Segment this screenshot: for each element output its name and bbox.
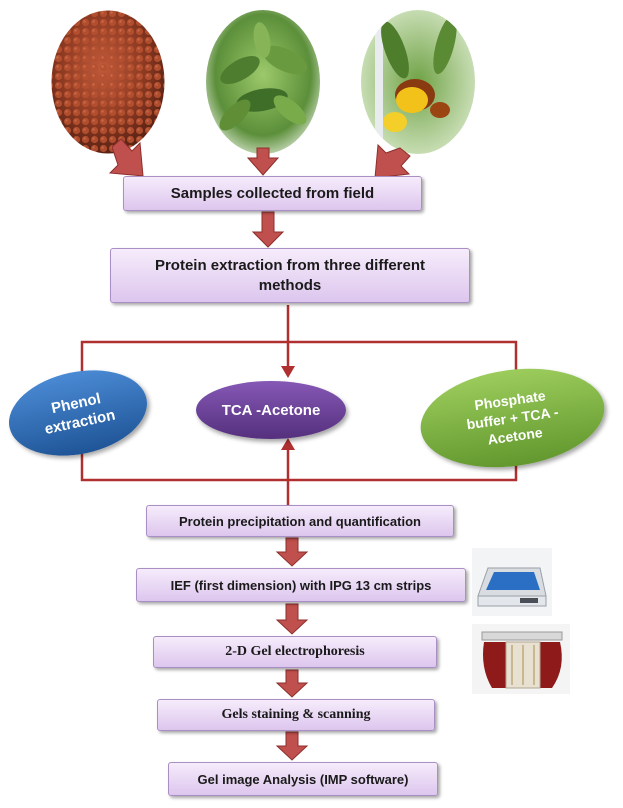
step-samples-collected: Samples collected from field [123, 176, 422, 211]
step-analysis-label: Gel image Analysis (IMP software) [197, 771, 409, 787]
step-protein-extraction: Protein extraction from three different … [110, 248, 470, 303]
ief-device-photo-icon [472, 548, 552, 616]
step-2d-gel: 2-D Gel electrophoresis [153, 636, 437, 668]
step-arrows [275, 537, 309, 761]
arrow-from-tca [281, 438, 295, 450]
step-gel-label: 2-D Gel electrophoresis [225, 644, 365, 659]
method-tca-acetone: TCA -Acetone [196, 381, 346, 439]
seeds-photo-icon [50, 9, 166, 155]
step-gel-image-analysis: Gel image Analysis (IMP software) [168, 762, 438, 796]
arrow-samples-to-extraction [251, 211, 285, 248]
method-tca-label: TCA -Acetone [221, 401, 321, 419]
step-samples-label: Samples collected from field [170, 185, 375, 202]
step-extraction-label: Protein extraction from three different … [154, 256, 426, 294]
step-gels-staining: Gels staining & scanning [157, 699, 435, 731]
flower-photo-icon [361, 10, 475, 154]
step-ief-label: IEF (first dimension) with IPG 13 cm str… [170, 577, 432, 593]
step-protein-precipitation: Protein precipitation and quantification [146, 505, 454, 537]
plant-photo-icon [206, 10, 320, 154]
gel-tank-photo-icon [472, 624, 570, 694]
step-staining-label: Gels staining & scanning [221, 707, 371, 722]
method-phenol-label: Phenol extraction [43, 390, 117, 439]
step-ief: IEF (first dimension) with IPG 13 cm str… [136, 568, 466, 602]
method-phosphate-label: Phosphate buffer + TCA -Acetone [465, 387, 560, 448]
arrow-to-tca [281, 366, 295, 378]
step-precipitation-label: Protein precipitation and quantification [179, 513, 421, 529]
